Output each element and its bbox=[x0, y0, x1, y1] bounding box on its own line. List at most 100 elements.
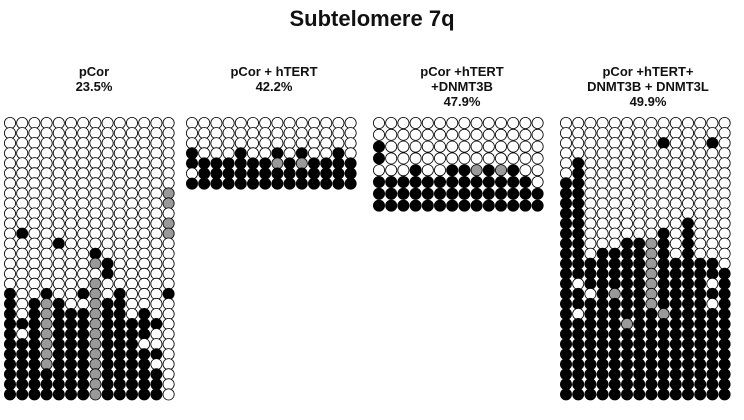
unmethylated-cpg-dot bbox=[519, 128, 532, 141]
methylated-cpg-dot bbox=[458, 176, 471, 189]
unmethylated-cpg-dot bbox=[101, 137, 114, 150]
unmethylated-cpg-dot bbox=[28, 247, 41, 260]
methylated-cpg-dot bbox=[271, 177, 284, 190]
unmethylated-cpg-dot bbox=[40, 167, 53, 180]
partially-methylated-cpg-dot bbox=[89, 317, 102, 330]
unmethylated-cpg-dot bbox=[150, 197, 163, 210]
partially-methylated-cpg-dot bbox=[495, 164, 508, 177]
panel-label-line: pCor +hTERT bbox=[420, 64, 504, 79]
methylated-cpg-dot bbox=[633, 257, 646, 270]
methylated-cpg-dot bbox=[718, 338, 731, 351]
methylated-cpg-dot bbox=[126, 348, 139, 361]
partially-methylated-cpg-dot bbox=[40, 348, 53, 361]
unmethylated-cpg-dot bbox=[621, 197, 634, 210]
unmethylated-cpg-dot bbox=[596, 157, 609, 170]
unmethylated-cpg-dot bbox=[138, 257, 151, 270]
unmethylated-cpg-dot bbox=[621, 177, 634, 190]
methylated-cpg-dot bbox=[482, 164, 495, 177]
unmethylated-cpg-dot bbox=[16, 207, 29, 220]
partially-methylated-cpg-dot bbox=[89, 287, 102, 300]
panel-label-line: 47.9% bbox=[443, 94, 481, 109]
unmethylated-cpg-dot bbox=[150, 227, 163, 240]
unmethylated-cpg-dot bbox=[126, 197, 139, 210]
unmethylated-cpg-dot bbox=[126, 207, 139, 220]
methylated-cpg-dot bbox=[596, 257, 609, 270]
unmethylated-cpg-dot bbox=[138, 227, 151, 240]
methylated-cpg-dot bbox=[65, 328, 78, 341]
methylated-cpg-dot bbox=[373, 152, 385, 165]
methylated-cpg-dot bbox=[531, 187, 544, 200]
unmethylated-cpg-dot bbox=[150, 328, 163, 341]
unmethylated-cpg-dot bbox=[608, 187, 621, 200]
partially-methylated-cpg-dot bbox=[40, 338, 53, 351]
unmethylated-cpg-dot bbox=[669, 177, 682, 190]
unmethylated-cpg-dot bbox=[385, 152, 398, 165]
methylated-cpg-dot bbox=[645, 388, 658, 401]
methylated-cpg-dot bbox=[584, 307, 597, 320]
unmethylated-cpg-dot bbox=[669, 207, 682, 220]
unmethylated-cpg-dot bbox=[682, 197, 695, 210]
methylated-cpg-dot bbox=[482, 199, 495, 212]
methylated-cpg-dot bbox=[434, 176, 447, 189]
methylated-cpg-dot bbox=[633, 378, 646, 391]
unmethylated-cpg-dot bbox=[65, 297, 78, 310]
unmethylated-cpg-dot bbox=[40, 227, 53, 240]
unmethylated-cpg-dot bbox=[470, 117, 483, 129]
unmethylated-cpg-dot bbox=[138, 167, 151, 180]
partially-methylated-cpg-dot bbox=[645, 277, 658, 290]
methylated-cpg-dot bbox=[682, 307, 695, 320]
methylated-cpg-dot bbox=[470, 187, 483, 200]
methylated-cpg-dot bbox=[645, 368, 658, 381]
unmethylated-cpg-dot bbox=[198, 137, 211, 150]
unmethylated-cpg-dot bbox=[28, 197, 41, 210]
methylated-cpg-dot bbox=[621, 358, 634, 371]
methylated-cpg-dot bbox=[682, 368, 695, 381]
unmethylated-cpg-dot bbox=[101, 177, 114, 190]
unmethylated-cpg-dot bbox=[113, 207, 126, 220]
methylated-cpg-dot bbox=[718, 348, 731, 361]
methylated-cpg-dot bbox=[706, 287, 719, 300]
unmethylated-cpg-dot bbox=[409, 128, 422, 141]
unmethylated-cpg-dot bbox=[77, 217, 90, 230]
methylated-cpg-dot bbox=[706, 257, 719, 270]
methylated-cpg-dot bbox=[572, 217, 585, 230]
methylated-cpg-dot bbox=[621, 257, 634, 270]
partially-methylated-cpg-dot bbox=[40, 317, 53, 330]
methylated-cpg-dot bbox=[694, 368, 707, 381]
methylated-cpg-dot bbox=[608, 378, 621, 391]
unmethylated-cpg-dot bbox=[113, 167, 126, 180]
unmethylated-cpg-dot bbox=[4, 217, 16, 230]
unmethylated-cpg-dot bbox=[52, 167, 65, 180]
methylated-cpg-dot bbox=[409, 176, 422, 189]
methylated-cpg-dot bbox=[572, 167, 585, 180]
unmethylated-cpg-dot bbox=[89, 157, 102, 170]
panel-label-line: +DNMT3B bbox=[431, 79, 493, 94]
methylated-cpg-dot bbox=[584, 277, 597, 290]
unmethylated-cpg-dot bbox=[40, 117, 53, 129]
unmethylated-cpg-dot bbox=[657, 167, 670, 180]
methylated-cpg-dot bbox=[633, 287, 646, 300]
unmethylated-cpg-dot bbox=[621, 217, 634, 230]
unmethylated-cpg-dot bbox=[657, 157, 670, 170]
unmethylated-cpg-dot bbox=[40, 157, 53, 170]
unmethylated-cpg-dot bbox=[596, 187, 609, 200]
methylated-cpg-dot bbox=[633, 317, 646, 330]
unmethylated-cpg-dot bbox=[694, 157, 707, 170]
unmethylated-cpg-dot bbox=[596, 167, 609, 180]
methylated-cpg-dot bbox=[694, 267, 707, 280]
methylated-cpg-dot bbox=[657, 137, 670, 150]
unmethylated-cpg-dot bbox=[126, 187, 139, 200]
methylated-cpg-dot bbox=[669, 388, 682, 401]
methylated-cpg-dot bbox=[162, 287, 175, 300]
methylated-cpg-dot bbox=[495, 187, 508, 200]
unmethylated-cpg-dot bbox=[162, 247, 175, 260]
partially-methylated-cpg-dot bbox=[608, 287, 621, 300]
methylated-cpg-dot bbox=[645, 358, 658, 371]
unmethylated-cpg-dot bbox=[385, 164, 398, 177]
methylated-cpg-dot bbox=[482, 176, 495, 189]
methylated-cpg-dot bbox=[210, 157, 223, 170]
methylated-cpg-dot bbox=[621, 378, 634, 391]
methylated-cpg-dot bbox=[596, 297, 609, 310]
unmethylated-cpg-dot bbox=[657, 187, 670, 200]
unmethylated-cpg-dot bbox=[113, 217, 126, 230]
